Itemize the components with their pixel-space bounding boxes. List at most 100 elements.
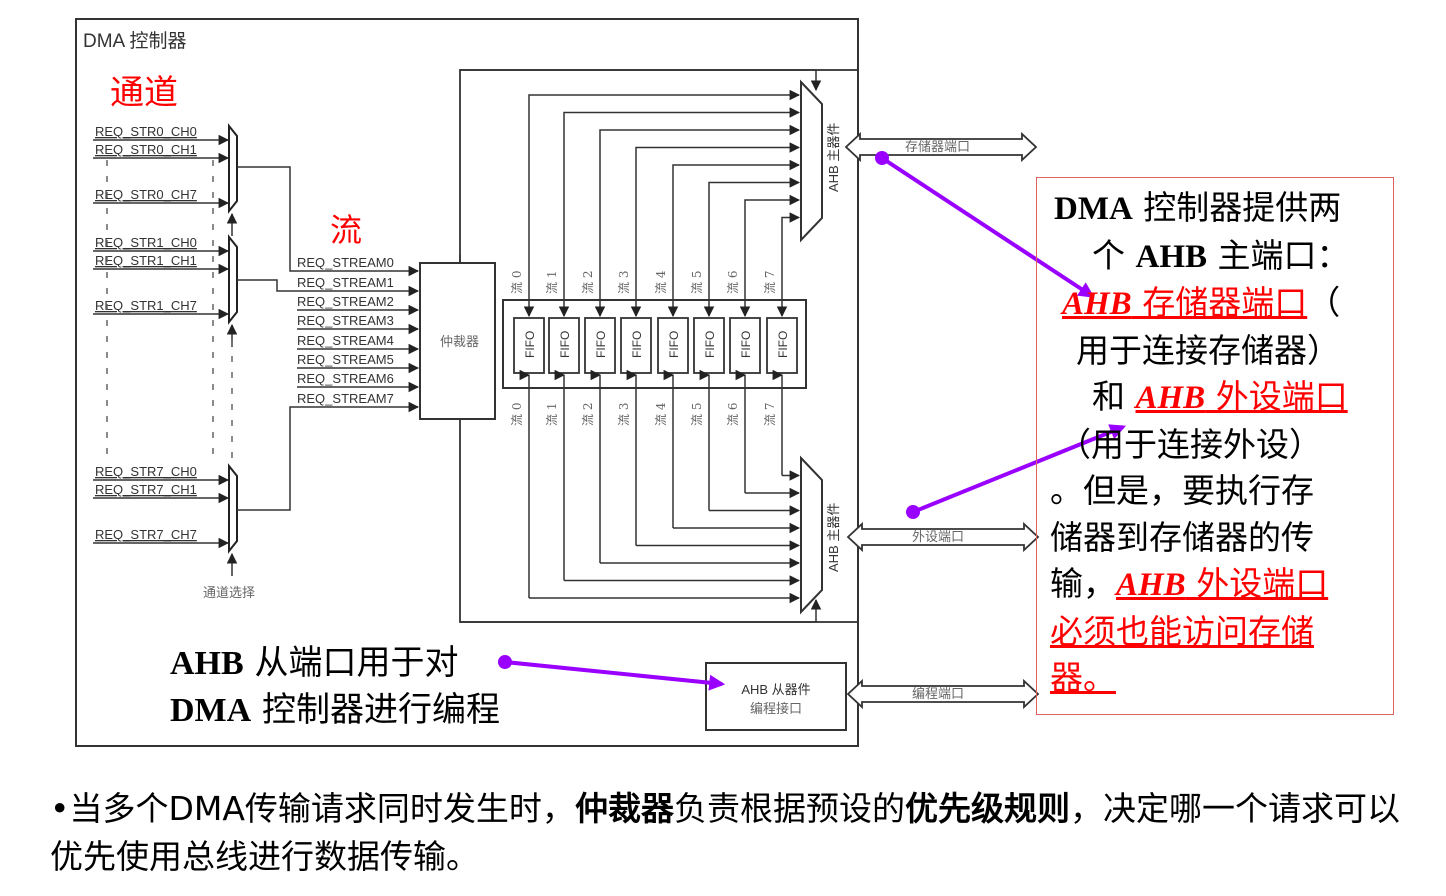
- memory-bus-line: [630, 142, 801, 318]
- bottom-paragraph: •当多个DMA传输请求同时发生时，仲裁器负责根据预设的优先级规则，决定哪一个请求…: [50, 785, 1420, 881]
- fifo-label: FIFO: [630, 331, 644, 358]
- peripheral-port-highlight: AHB 外设端口: [1136, 377, 1348, 416]
- peripheral-port-highlight-2: AHB 外设端口: [1116, 564, 1328, 603]
- callout-l7: 。但是，要执行存: [1050, 471, 1314, 510]
- fifo-box: [620, 317, 652, 374]
- fifo-label: FIFO: [776, 331, 790, 358]
- stream-request-label: REQ_STREAM6: [297, 371, 394, 386]
- slave-note-cn1: 从端口用于对: [243, 643, 459, 683]
- stream-bus-layer: [460, 69, 822, 623]
- slave-port-arrow: [504, 660, 726, 691]
- stream-request-label: REQ_STREAM0: [297, 255, 394, 270]
- ahb-slave-line2: 编程接口: [750, 701, 802, 717]
- memory-mux-select: [460, 69, 822, 92]
- stream-label-top: 流 6: [726, 271, 740, 294]
- stream-label-top: 流 3: [617, 271, 631, 294]
- ahb-slave-line1: AHB 从器件: [741, 682, 810, 697]
- port-layer: [844, 131, 1040, 710]
- memory-bus-line: [594, 124, 801, 318]
- stream-label-bottom: 流 2: [581, 403, 595, 426]
- stream-request-label: REQ_STREAM4: [297, 333, 394, 348]
- stream-label-bottom: 流 0: [510, 403, 524, 426]
- callout-l1: 控制器提供两: [1132, 188, 1342, 227]
- fifo-box: [657, 317, 689, 374]
- stream-request-label: REQ_STREAM5: [297, 352, 394, 367]
- channel-mux-layer: REQ_STR0_CH0REQ_STR0_CH1REQ_STR0_CH7REQ_…: [93, 123, 420, 576]
- stream-request-label: REQ_STREAM7: [297, 391, 394, 406]
- callout-l5-cn: 外设端口: [1205, 377, 1348, 416]
- ahb-master-peripheral-mux: [800, 455, 823, 615]
- programming-port-double-arrow: [846, 678, 1040, 710]
- channel-select-label: 通道选择: [203, 586, 255, 601]
- stream-request-label: REQ_STREAM2: [297, 294, 394, 309]
- fifo-box: [584, 317, 616, 374]
- channel-request-label: REQ_STR1_CH1: [95, 253, 197, 268]
- channel-request-label: REQ_STR0_CH7: [95, 187, 197, 202]
- fifo-label: FIFO: [523, 331, 537, 358]
- ahb-master-memory-mux: [800, 79, 823, 243]
- stream-label-bottom: 流 6: [726, 403, 740, 426]
- callout-l9-cn: 外设端口: [1185, 564, 1329, 603]
- ahb-slave-note: AHB 从端口用于对 DMA 控制器进行编程: [170, 640, 500, 734]
- callout-l3-tail: （: [1307, 283, 1341, 322]
- fifo-label: FIFO: [594, 331, 608, 358]
- channel-request-label: REQ_STR1_CH0: [95, 235, 197, 250]
- callout-l5-en: AHB: [1135, 380, 1206, 416]
- stream-label-top: 流 7: [763, 271, 777, 294]
- stream-label-top: 流 4: [654, 270, 668, 294]
- ahb-master-label-top: AHB 主器件: [826, 123, 841, 192]
- fifo-box: [513, 317, 545, 374]
- memory-port-arrow: [880, 156, 1095, 298]
- slave-note-cn2: 控制器进行编程: [251, 690, 501, 730]
- fifo-label: FIFO: [703, 331, 717, 358]
- bottom-priority-rule: 优先级规则: [904, 789, 1070, 828]
- slave-note-en2: DMA: [170, 692, 252, 729]
- fifo-label: FIFO: [739, 331, 753, 358]
- bullet: •: [50, 789, 70, 828]
- peripheral-port-double-arrow: [846, 521, 1040, 553]
- callout-box: [1036, 177, 1394, 715]
- callout-l2-pre: 个: [1092, 235, 1136, 275]
- controller-title: DMA 控制器: [83, 30, 186, 52]
- stream-label-bottom: 流 1: [545, 403, 559, 426]
- callout-l9-en: AHB: [1116, 567, 1186, 603]
- arbiter-box: [419, 262, 496, 420]
- memory-port-label: 存储器端口: [905, 140, 970, 155]
- stream-label-top: 流 1: [545, 271, 559, 294]
- bottom-p1: 当多个DMA传输请求同时发生时，: [69, 789, 575, 828]
- channel-mux: [228, 234, 238, 325]
- stream7-route: [237, 401, 420, 511]
- channel-request-label: REQ_STR1_CH7: [95, 298, 197, 313]
- stream-label-bottom: 流 7: [763, 403, 777, 426]
- peripheral-mux-select: [460, 598, 822, 623]
- stream0-route: [237, 166, 420, 277]
- channel-request-label: REQ_STR7_CH7: [95, 527, 197, 542]
- callout-l6: （用于连接外设）: [1058, 424, 1322, 464]
- callout-l11: 器。: [1050, 658, 1116, 697]
- memory-bus-line: [703, 177, 801, 318]
- slave-note-en1: AHB: [170, 645, 244, 682]
- channel-heading: 通道: [110, 73, 178, 113]
- stream1-route: [237, 279, 420, 297]
- fifo-label: FIFO: [558, 331, 572, 358]
- channel-mux: [228, 123, 238, 214]
- fifo-label: FIFO: [667, 331, 681, 358]
- memory-bus-line: [667, 159, 801, 318]
- channel-request-label: REQ_STR0_CH1: [95, 142, 197, 157]
- channel-request-label: REQ_STR7_CH0: [95, 464, 197, 479]
- callout-l3-cn: 存储器端口: [1131, 283, 1308, 322]
- channel-mux: [228, 463, 238, 554]
- memory-bus-line: [739, 194, 801, 318]
- stream-label-bottom: 流 4: [654, 402, 668, 426]
- channel-request-label: REQ_STR0_CH0: [95, 124, 197, 139]
- fifo-box: [693, 317, 725, 374]
- fifo-box: [729, 317, 761, 374]
- stream-request-label: REQ_STREAM1: [297, 275, 394, 290]
- memory-bus-line: [558, 107, 801, 318]
- stream-label-top: 流 5: [690, 271, 704, 294]
- stream-label-top: 流 2: [581, 271, 595, 294]
- arbiter-label: 仲裁器: [440, 334, 479, 350]
- callout-l10: 必须也能访问存储: [1050, 611, 1314, 651]
